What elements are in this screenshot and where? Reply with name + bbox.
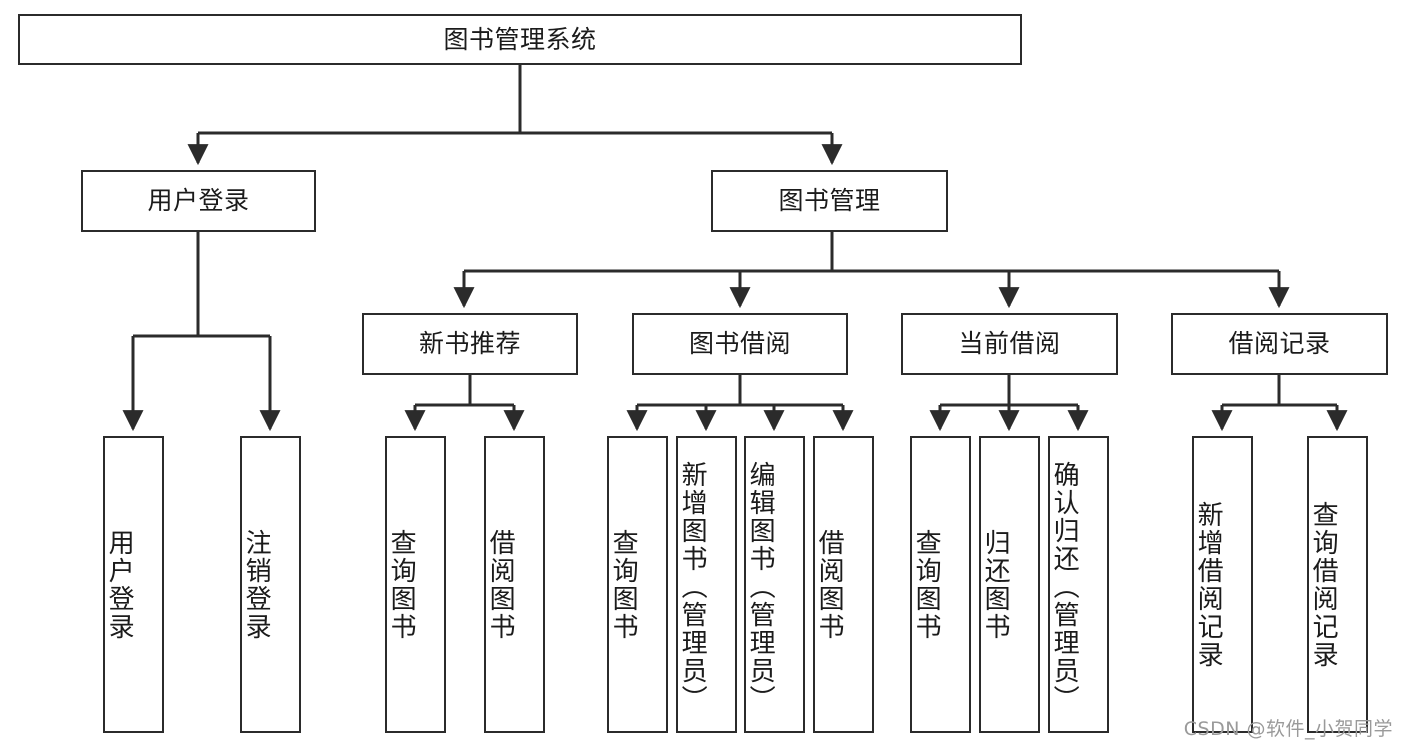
node-leaf-user-login[interactable]: 用户登录	[103, 436, 164, 733]
node-label: 借阅记录	[1228, 329, 1331, 359]
node-label: 编辑图书（管理员）	[745, 460, 776, 713]
node-label: 新增借阅记录	[1193, 500, 1224, 669]
node-leaf-query-record[interactable]: 查询借阅记录	[1307, 436, 1368, 733]
node-label: 当前借阅	[958, 329, 1061, 359]
node-new-book-recommend[interactable]: 新书推荐	[362, 313, 578, 375]
node-book-borrow[interactable]: 图书借阅	[632, 313, 848, 375]
node-leaf-edit-book[interactable]: 编辑图书（管理员）	[744, 436, 805, 733]
node-label: 用户登录	[104, 528, 135, 641]
node-borrow-record[interactable]: 借阅记录	[1171, 313, 1388, 375]
node-label: 查询借阅记录	[1308, 500, 1339, 669]
node-label: 图书借阅	[688, 329, 791, 359]
node-leaf-add-record[interactable]: 新增借阅记录	[1192, 436, 1253, 733]
node-label: 新增图书（管理员）	[677, 460, 708, 713]
node-label: 新书推荐	[418, 329, 521, 359]
node-label: 图书管理	[778, 186, 881, 216]
node-label: 借阅图书	[814, 528, 845, 641]
node-leaf-query-book-3[interactable]: 查询图书	[910, 436, 971, 733]
node-label: 查询图书	[608, 528, 639, 641]
node-leaf-query-book-2[interactable]: 查询图书	[607, 436, 668, 733]
csdn-watermark: CSDN @软件_小贺同学	[1183, 718, 1393, 740]
node-label: 借阅图书	[485, 528, 516, 641]
node-label: 注销登录	[241, 528, 272, 641]
node-leaf-borrow-book-1[interactable]: 借阅图书	[484, 436, 545, 733]
node-leaf-query-book-1[interactable]: 查询图书	[385, 436, 446, 733]
node-label: 查询图书	[386, 528, 417, 641]
node-label: 确认归还（管理员）	[1049, 460, 1080, 713]
node-leaf-add-book[interactable]: 新增图书（管理员）	[676, 436, 737, 733]
node-user-login[interactable]: 用户登录	[81, 170, 316, 232]
node-leaf-confirm-return[interactable]: 确认归还（管理员）	[1048, 436, 1109, 733]
node-label: 归还图书	[980, 528, 1011, 641]
node-leaf-logout[interactable]: 注销登录	[240, 436, 301, 733]
node-book-manage[interactable]: 图书管理	[711, 170, 948, 232]
node-leaf-borrow-book-2[interactable]: 借阅图书	[813, 436, 874, 733]
node-label: 图书管理系统	[443, 24, 597, 54]
node-current-borrow[interactable]: 当前借阅	[901, 313, 1118, 375]
node-leaf-return-book[interactable]: 归还图书	[979, 436, 1040, 733]
node-label: 用户登录	[147, 186, 250, 216]
node-label: 查询图书	[911, 528, 942, 641]
node-root-system[interactable]: 图书管理系统	[18, 14, 1022, 65]
